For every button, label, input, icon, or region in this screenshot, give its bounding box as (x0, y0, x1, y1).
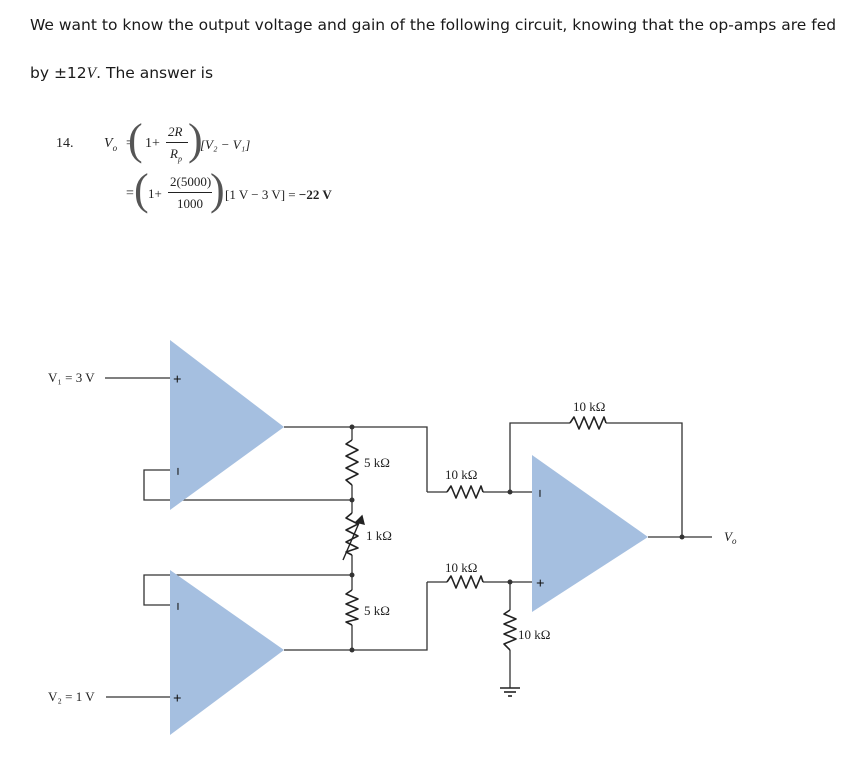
label-v1: V₁ = 3 V (48, 370, 95, 385)
equals-sign-2: = (126, 186, 134, 201)
label-r-pot: 1 kΩ (366, 528, 392, 543)
wire-feedback-left (509, 422, 570, 492)
resistor-5k-bottom (345, 589, 359, 626)
label-v2: V₂ = 1 V (48, 689, 95, 704)
opamp-output-plus: + (536, 576, 545, 592)
opamp-output-minus: − (531, 489, 547, 498)
ground-icon (500, 687, 520, 697)
resistor-10k-input-top (446, 485, 484, 499)
wire-opamp1-feedback (143, 469, 352, 501)
label-r-top: 5 kΩ (364, 455, 390, 470)
opamp-bottom (170, 570, 284, 735)
eq2-one: 1+ (148, 186, 162, 201)
wire-feedback-right (606, 422, 683, 537)
eq2-fraction-bar (168, 192, 212, 193)
junction-dot (507, 579, 513, 585)
wire-opamp2-feedback (143, 574, 352, 606)
wire-opamp1-output (284, 426, 428, 492)
resistor-10k-ground (503, 609, 517, 651)
eq1-tail: [V₂ − V₁] (200, 137, 251, 152)
junction-dot (349, 572, 355, 578)
opamp-bottom-minus: − (169, 602, 185, 611)
junction-dot (349, 424, 355, 430)
right-paren-1: ) (188, 115, 203, 164)
wires (105, 377, 712, 698)
junction-dot (349, 497, 355, 503)
left-paren-1: ( (128, 115, 143, 164)
label-r-input-top: 10 kΩ (445, 467, 477, 482)
solution-lhs: Vo (104, 136, 118, 153)
resistor-10k-feedback (569, 416, 607, 430)
question-prefix: by ±12 (30, 64, 87, 82)
wire-opamp2-output (284, 582, 428, 651)
eq1-fraction-bar (166, 142, 188, 143)
junction-dot (349, 647, 355, 653)
label-r-feedback: 10 kΩ (573, 399, 605, 414)
eq1-one: 1+ (145, 136, 160, 151)
resistor-5k-top (345, 439, 359, 486)
opamp-output (532, 455, 648, 612)
label-r-bottom: 5 kΩ (364, 603, 390, 618)
opamp-top (170, 340, 284, 510)
resistor-10k-input-bottom (446, 575, 484, 589)
opamp-bottom-plus: + (173, 691, 182, 707)
eq1-numerator: 2R (168, 124, 183, 139)
junction-dot (507, 489, 513, 495)
eq1-denominator: Rp (170, 146, 182, 164)
label-r-input-bottom: 10 kΩ (445, 560, 477, 575)
question-suffix: . The answer is (96, 64, 214, 82)
opamp-top-plus: + (173, 372, 182, 388)
resistors (345, 416, 607, 651)
question-line-1: We want to know the output voltage and g… (30, 16, 837, 34)
eq2-numerator: 2(5000) (170, 174, 212, 189)
eq2-tail: [1 V − 3 V] = −22 V (225, 187, 332, 202)
junction-dots (349, 424, 685, 653)
eq2-denominator: 1000 (177, 196, 203, 211)
solution-number: 14. (56, 136, 74, 151)
label-vo: Vo (724, 529, 737, 546)
eq2-result: −22 V (298, 187, 332, 202)
equals-sign-1: = (126, 136, 134, 151)
junction-dot (679, 534, 685, 540)
opamp-top-minus: − (169, 467, 185, 476)
question-variable: V (86, 65, 97, 82)
question-line-2: by ±12V. The answer is (30, 64, 213, 83)
right-paren-2: ) (210, 165, 225, 214)
potentiometer-arrow-icon (342, 514, 365, 561)
left-paren-2: ( (134, 165, 149, 214)
label-r-ground: 10 kΩ (518, 627, 550, 642)
resistor-1k-pot (345, 512, 359, 556)
